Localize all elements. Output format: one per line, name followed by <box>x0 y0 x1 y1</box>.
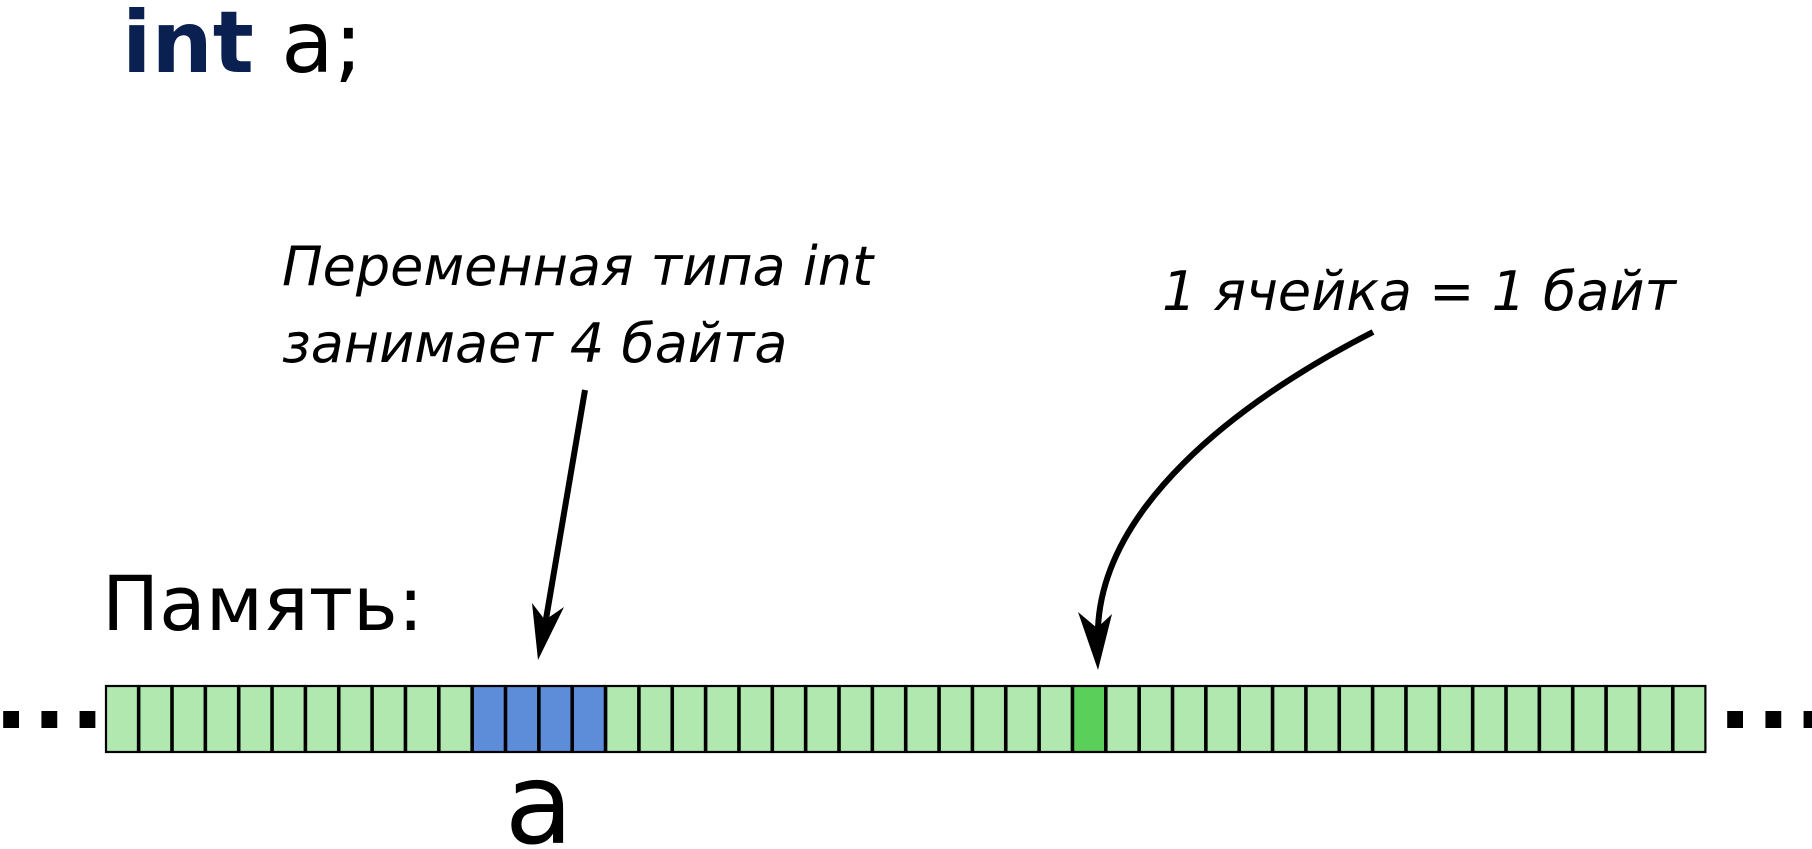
memory-cell <box>1405 684 1440 754</box>
cell-note: 1 ячейка = 1 байт <box>1162 260 1678 323</box>
memory-cell <box>1505 684 1540 754</box>
memory-cell <box>171 684 206 754</box>
memory-cell <box>1305 684 1340 754</box>
int-note-line-2: занимает 4 байта <box>282 312 787 375</box>
memory-cell <box>971 684 1007 754</box>
memory-cell-variable <box>571 684 606 754</box>
int-note-line-1: Переменная типа int <box>282 235 875 298</box>
memory-cell <box>738 684 773 754</box>
memory-cell <box>1605 684 1640 754</box>
memory-cell <box>605 684 640 754</box>
memory-cell <box>905 684 940 754</box>
memory-cell <box>938 684 973 754</box>
memory-cell <box>1672 684 1707 754</box>
memory-cell <box>104 684 140 754</box>
cell-note-arrow <box>1078 329 1375 670</box>
memory-cell <box>1238 684 1273 754</box>
memory-cell <box>1472 684 1507 754</box>
memory-cell-variable <box>538 684 573 754</box>
memory-cell-highlighted <box>1072 684 1107 754</box>
code-keyword: int <box>122 0 254 93</box>
memory-cell <box>1172 684 1207 754</box>
memory-cell <box>1105 684 1140 754</box>
memory-cell <box>1638 684 1674 754</box>
memory-cell <box>405 684 440 754</box>
memory-cell <box>1438 684 1474 754</box>
memory-cell <box>1205 684 1240 754</box>
memory-cell <box>238 684 273 754</box>
memory-cell-variable <box>471 684 506 754</box>
code-declaration: int a; <box>122 0 363 93</box>
variable-name: a <box>505 740 574 849</box>
memory-cell <box>1572 684 1607 754</box>
memory-left-ellipsis: ... <box>0 645 109 750</box>
memory-cell <box>1038 684 1073 754</box>
memory-cells <box>104 684 1707 754</box>
memory-cell <box>1005 684 1040 754</box>
memory-cell <box>271 684 306 754</box>
int-note-arrow <box>532 389 588 660</box>
memory-cell-variable <box>505 684 540 754</box>
memory-cell <box>705 684 740 754</box>
memory-cell <box>638 684 673 754</box>
memory-cell <box>671 684 707 754</box>
memory-cell <box>1272 684 1307 754</box>
code-variable: a; <box>254 0 363 93</box>
memory-cell <box>1372 684 1407 754</box>
memory-cell <box>1138 684 1173 754</box>
memory-cell <box>838 684 873 754</box>
memory-cell <box>805 684 840 754</box>
memory-cell <box>204 684 240 754</box>
memory-cell <box>138 684 173 754</box>
memory-right-ellipsis: ... <box>1718 645 1812 750</box>
memory-cell <box>338 684 373 754</box>
memory-cell <box>1338 684 1373 754</box>
memory-cell <box>438 684 473 754</box>
memory-cell <box>871 684 907 754</box>
memory-cell <box>771 684 807 754</box>
memory-cell <box>371 684 406 754</box>
memory-cell <box>1538 684 1574 754</box>
memory-cell <box>305 684 340 754</box>
memory-label: Память: <box>102 559 423 648</box>
